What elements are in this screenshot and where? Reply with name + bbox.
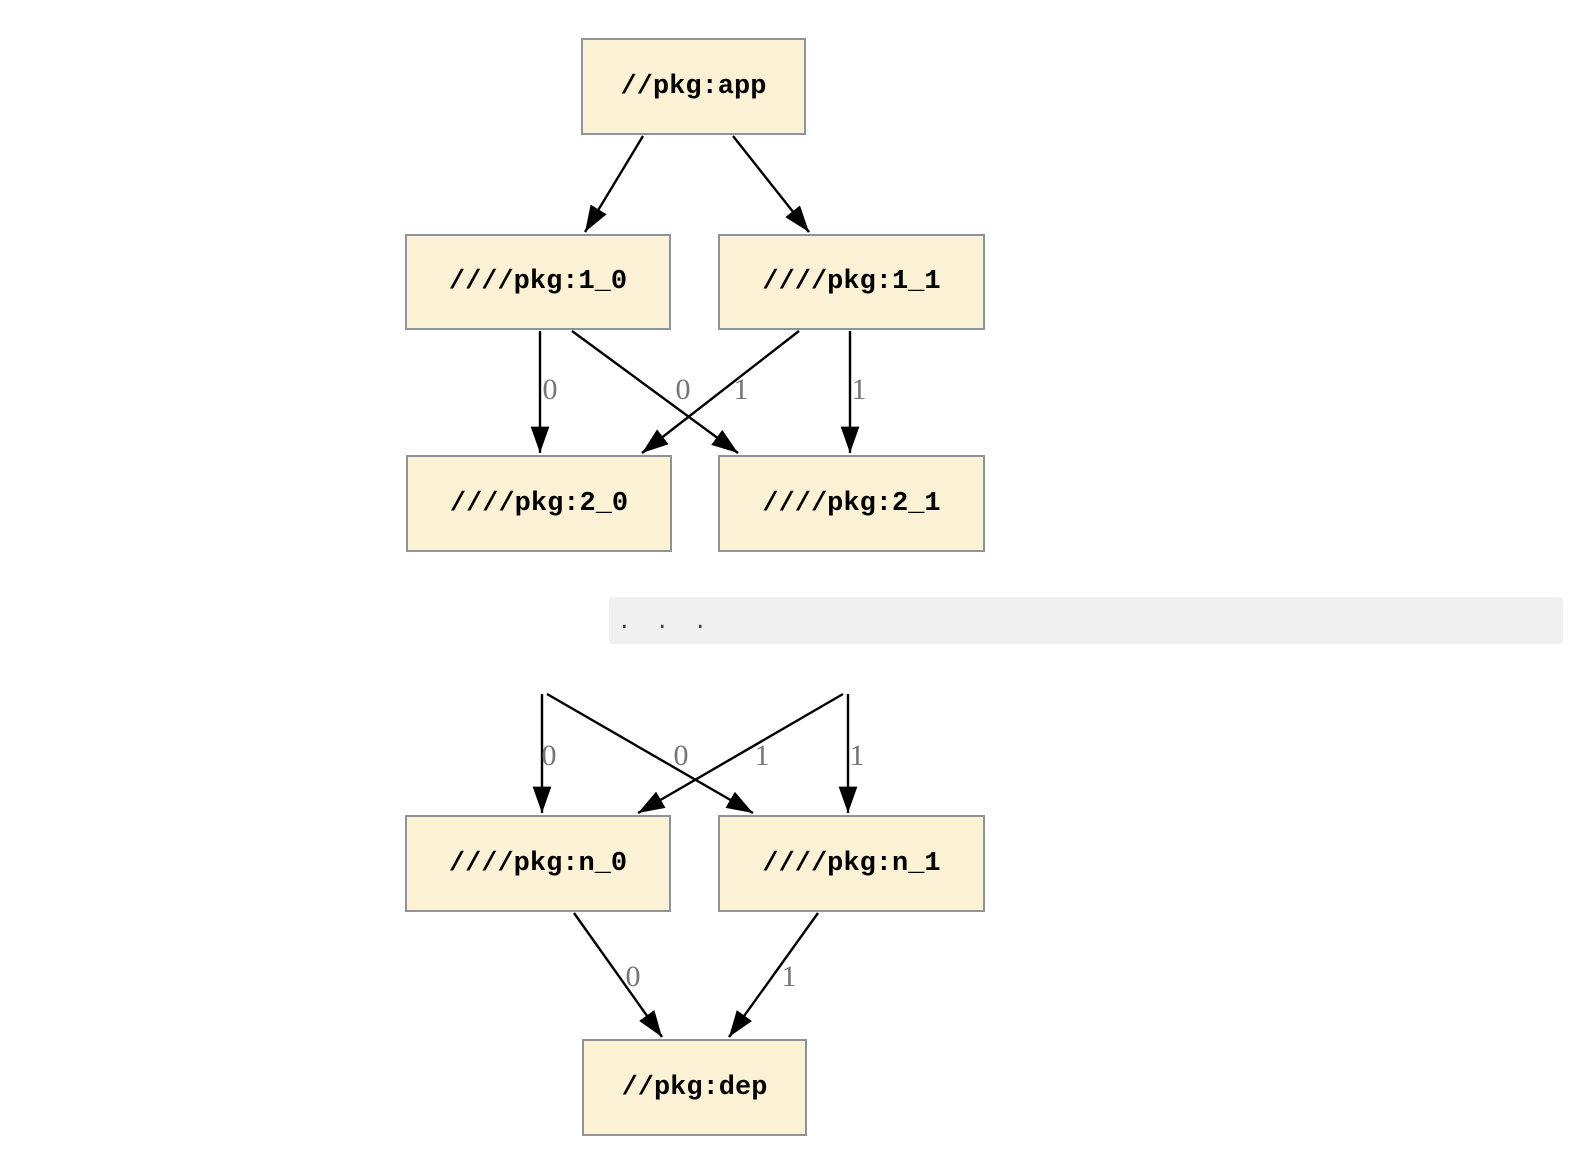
edge-ellipsis-to-pkg-n-1-cross: [546, 692, 754, 815]
edge-pkg-n-0-to-dep: [573, 912, 663, 1038]
node-pkg-app: //pkg:app: [581, 38, 806, 135]
edge-app-to-pkg-1-1: [732, 135, 810, 233]
ellipsis-text: . . .: [618, 608, 707, 633]
edge-label-n-1-to-dep: 1: [781, 960, 797, 993]
node-pkg-dep: //pkg:dep: [582, 1039, 807, 1136]
edge-label-1-1-to-2-1: 1: [851, 373, 867, 406]
node-pkg-n-1-label: ////pkg:n_1: [762, 848, 941, 879]
node-pkg-2-0-label: ////pkg:2_0: [449, 488, 629, 519]
node-pkg-1-1: ////pkg:1_1: [718, 234, 985, 330]
edge-ellipsis-to-pkg-n-0-cross: [637, 692, 844, 815]
edge-pkg-1-0-to-pkg-2-1: [571, 330, 739, 454]
edge-label-1-0-to-2-0: 0: [542, 373, 558, 406]
node-pkg-n-0: ////pkg:n_0: [405, 815, 671, 912]
node-pkg-app-label: //pkg:app: [620, 71, 767, 102]
node-pkg-1-0: ////pkg:1_0: [405, 234, 671, 330]
edge-label-1-0-to-2-1: 1: [733, 373, 749, 406]
edge-pkg-1-1-to-pkg-2-0: [641, 330, 800, 454]
node-pkg-1-1-label: ////pkg:1_1: [762, 267, 941, 297]
edge-label-ellipsis-to-n-1-vertical: 1: [849, 739, 865, 772]
edge-label-ellipsis-to-n-1-cross: 1: [754, 739, 770, 772]
edge-app-to-pkg-1-0: [583, 135, 645, 233]
node-pkg-2-1: ////pkg:2_1: [718, 455, 985, 552]
edge-pkg-n-1-to-dep: [728, 912, 819, 1038]
node-pkg-1-0-label: ////pkg:1_0: [448, 267, 628, 297]
node-pkg-2-1-label: ////pkg:2_1: [762, 488, 941, 519]
edge-label-n-0-to-dep: 0: [625, 960, 641, 993]
edge-label-ellipsis-to-n-0-vertical: 0: [541, 739, 557, 772]
node-pkg-n-1: ////pkg:n_1: [718, 815, 985, 912]
node-pkg-dep-label: //pkg:dep: [621, 1072, 768, 1103]
node-pkg-n-0-label: ////pkg:n_0: [448, 848, 628, 879]
edge-label-1-1-to-2-0: 0: [675, 373, 691, 406]
node-pkg-2-0: ////pkg:2_0: [406, 455, 672, 552]
ellipsis-code-bar: . . .: [609, 597, 1563, 644]
edge-label-ellipsis-to-n-0-cross: 0: [673, 739, 689, 772]
